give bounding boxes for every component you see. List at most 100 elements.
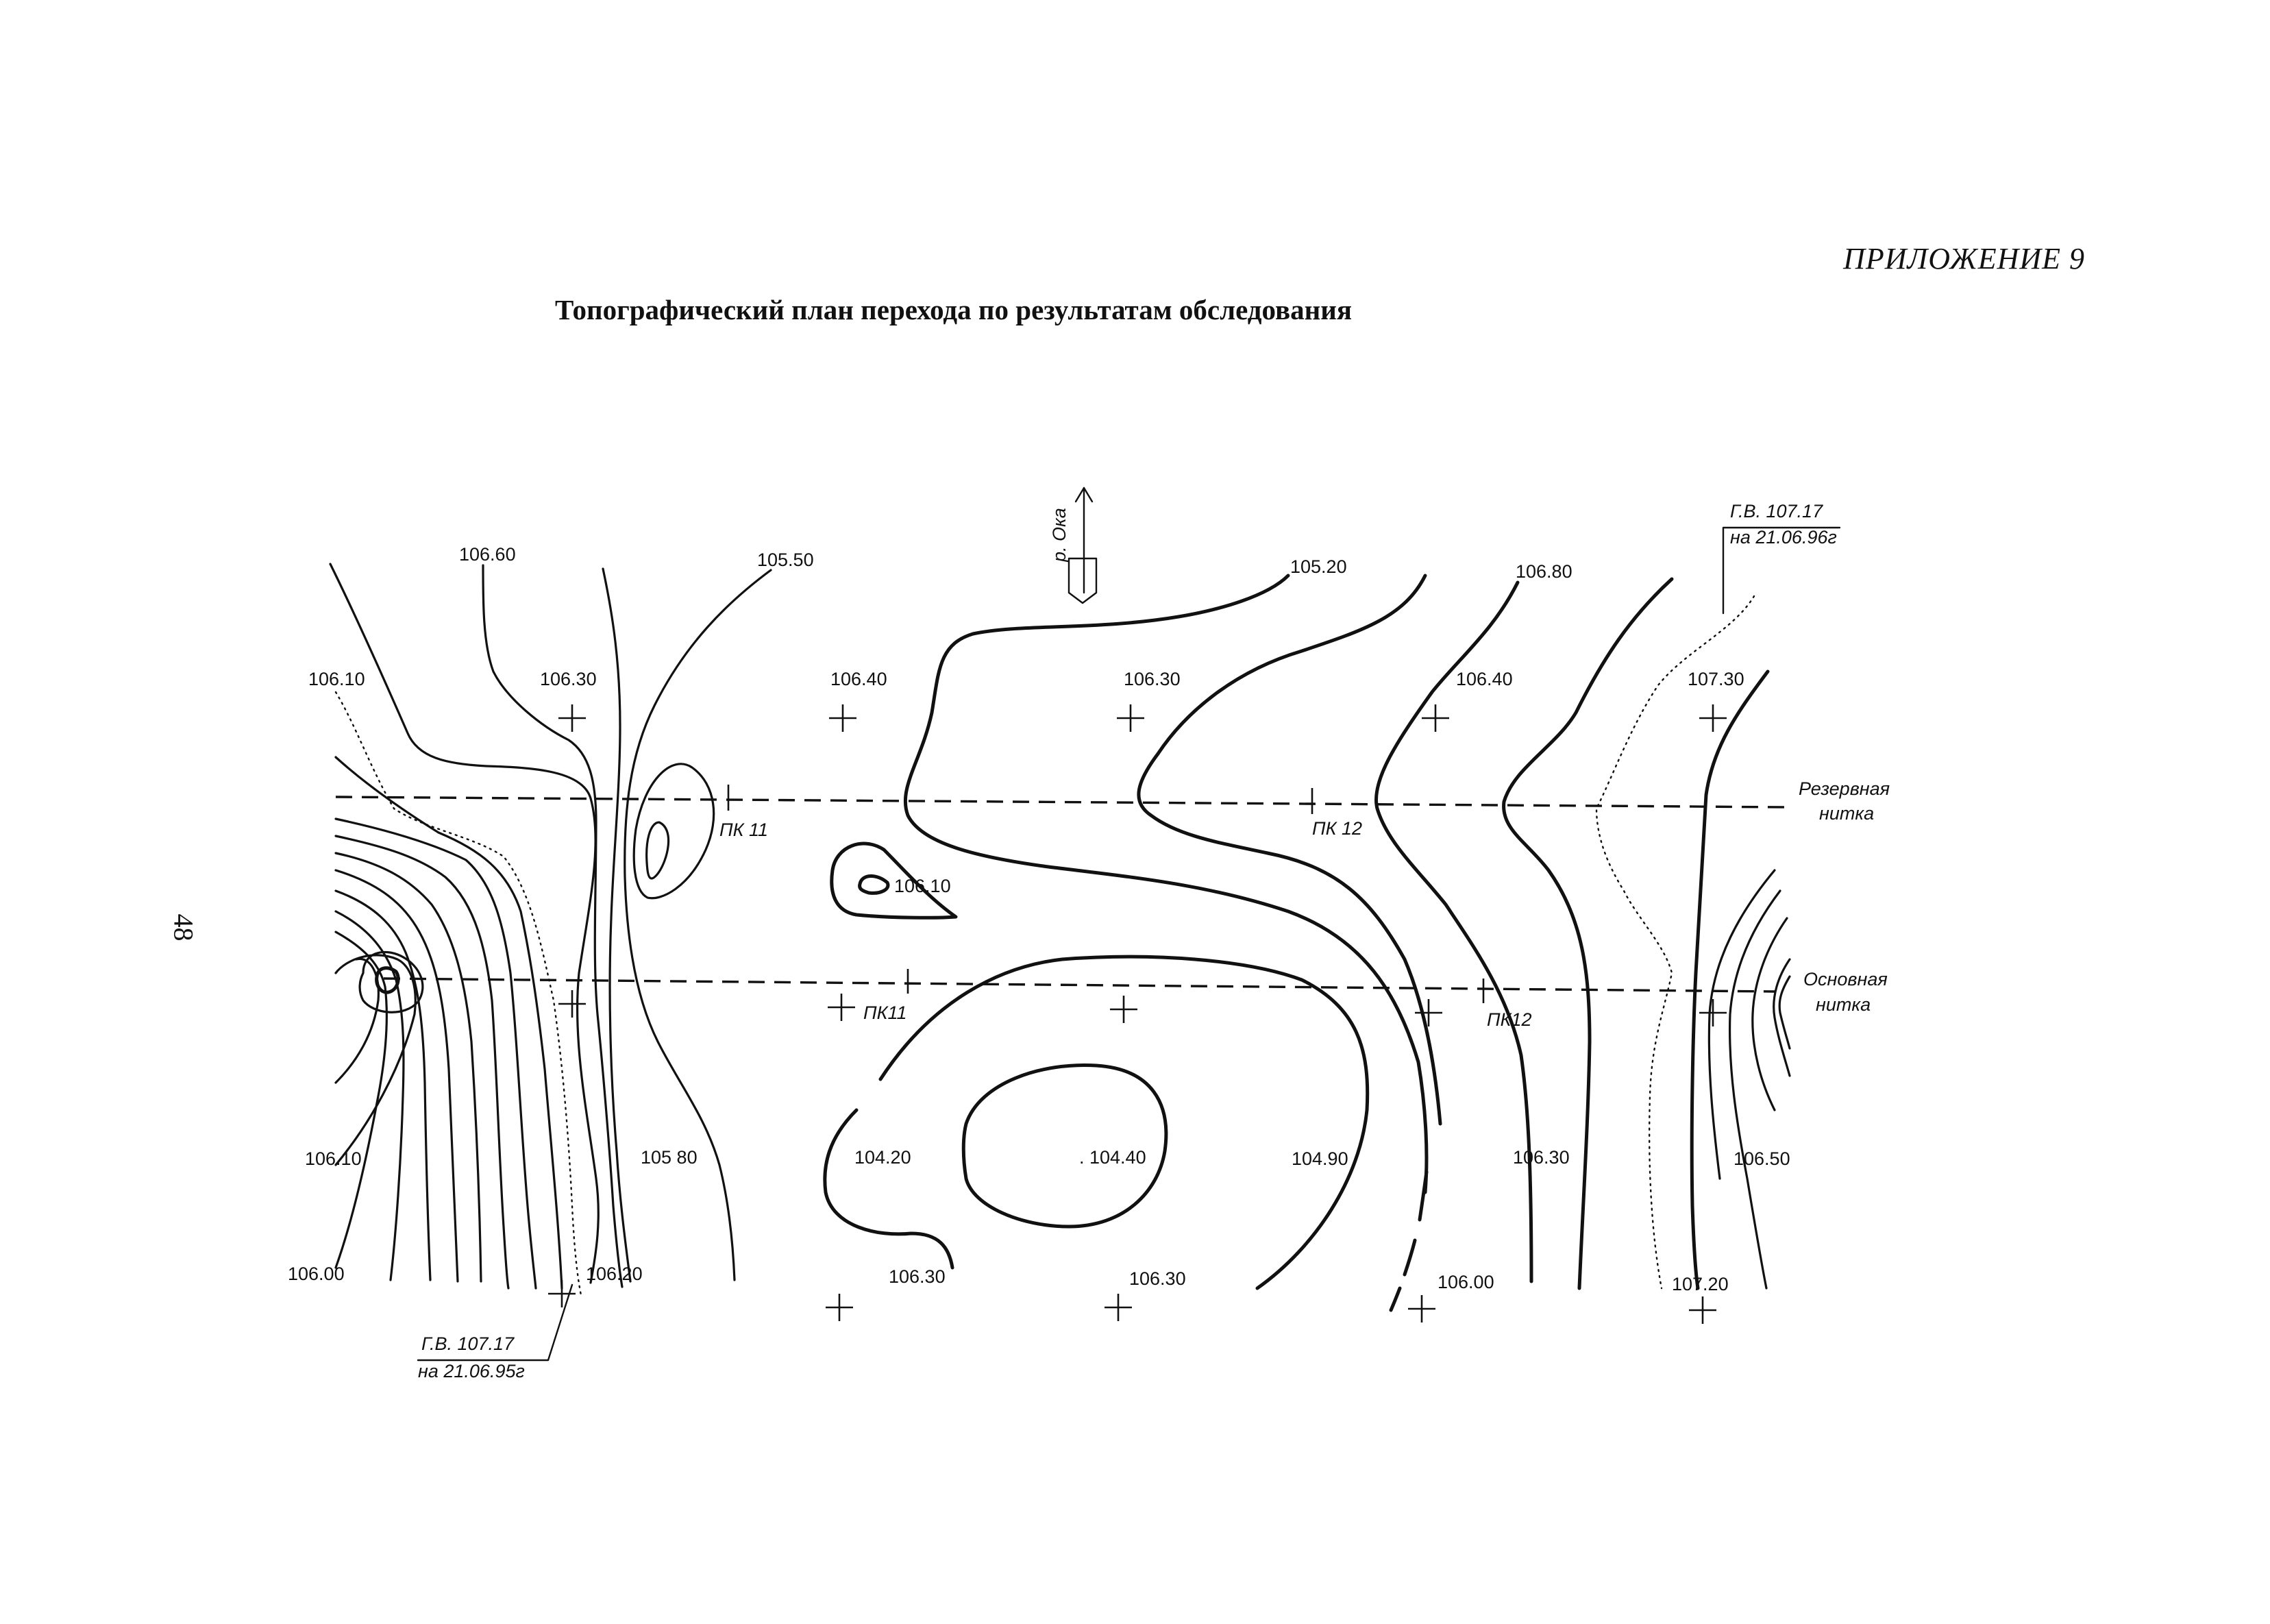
elevation-label: 107.30	[1688, 669, 1744, 689]
station-label: ПК 11	[719, 820, 768, 840]
contour-line	[1137, 574, 1442, 1126]
elevation-label: 105.50	[757, 550, 814, 570]
grid-cross	[1415, 999, 1442, 1026]
elevation-label: 106.20	[586, 1264, 643, 1284]
contour-line	[482, 564, 624, 1288]
contour-line	[1502, 577, 1674, 1290]
contour-line	[624, 569, 772, 1281]
station-label: ПК 12	[1312, 818, 1362, 839]
river-flow-arrow: р. Ока	[1049, 487, 1098, 604]
grid-cross	[1408, 1295, 1435, 1322]
contour-line	[903, 574, 1429, 1194]
grid-cross	[826, 1294, 853, 1321]
river-name: р. Ока	[1049, 508, 1070, 563]
main-line-label-2: нитка	[1816, 994, 1871, 1015]
contour-closed	[645, 821, 670, 880]
contours-channel-center	[823, 574, 1442, 1312]
elevation-label: 106.00	[1438, 1272, 1494, 1292]
contour-line	[334, 756, 563, 1290]
grid-cross	[558, 704, 586, 732]
reserve-line-label: Резервная	[1799, 778, 1890, 799]
contour-line	[1728, 889, 1781, 1290]
contour-line	[334, 852, 482, 1283]
contour-line	[334, 910, 405, 1281]
contour-broken	[1403, 1238, 1417, 1277]
reserve-line-label-2: нитка	[1819, 803, 1874, 824]
grid-cross	[829, 704, 856, 732]
contours-channel-left	[482, 564, 772, 1288]
contour-line	[334, 869, 459, 1283]
grid-cross	[1422, 704, 1449, 732]
contour-line	[602, 567, 632, 1283]
appendix-label: ПРИЛОЖЕНИЕ 9	[1843, 242, 2085, 275]
main-line	[383, 977, 1775, 993]
contour-line	[1374, 580, 1533, 1283]
elevation-label: 106.40	[830, 669, 887, 689]
grid-cross	[1689, 1296, 1716, 1324]
contour-closed	[632, 763, 715, 900]
water-level-value: Г.В. 107.17	[1730, 501, 1823, 521]
contour-broken	[1389, 1286, 1402, 1312]
contour-line	[329, 563, 600, 1284]
page-title: Топографический план перехода по результ…	[554, 294, 1353, 325]
contours-left-bank	[329, 563, 600, 1296]
contour-knoll-outer	[358, 950, 424, 1013]
elevation-label: 106.10	[308, 669, 365, 689]
water-level-note-top: Г.В. 107.17 на 21.06.96г	[1722, 501, 1841, 615]
contour-line	[1773, 958, 1791, 1077]
contour-line	[1707, 869, 1776, 1180]
elevation-label: 106.40	[1456, 669, 1513, 689]
elevation-label: 105.20	[1290, 556, 1347, 577]
contour-closed	[961, 1063, 1168, 1229]
contour-knoll-inner	[375, 966, 400, 994]
contour-line	[334, 931, 388, 1269]
contour-line	[334, 957, 380, 1084]
elevation-label: 106.00	[288, 1264, 345, 1284]
reserve-line	[335, 796, 1789, 809]
elevation-label: 106.50	[1734, 1148, 1790, 1169]
water-edge-line	[334, 691, 582, 1296]
contour-line	[878, 955, 1370, 1290]
contour-line	[334, 954, 417, 1166]
water-level-date: на 21.06.96г	[1730, 527, 1837, 548]
contour-line	[334, 835, 510, 1290]
contours-right-bank	[1374, 577, 1791, 1290]
elevation-label: 106.80	[1516, 561, 1572, 582]
contour-closed	[858, 874, 890, 895]
elevation-label: 106.10	[305, 1148, 362, 1169]
grid-crosses	[548, 704, 1727, 1324]
station-label: ПК11	[863, 1002, 907, 1023]
elevation-label: 106.10	[894, 876, 951, 896]
elevation-label: 106.30	[1513, 1147, 1570, 1168]
water-edge-line	[1595, 595, 1755, 1290]
grid-cross	[1699, 704, 1727, 732]
water-level-date: на 21.06.95г	[418, 1361, 525, 1381]
elevation-label: 106.60	[459, 544, 516, 565]
contour-broken	[1418, 1170, 1429, 1222]
elevation-label: 106.30	[1129, 1268, 1186, 1289]
elevation-label: 107.20	[1672, 1274, 1729, 1294]
contour-line	[1778, 975, 1791, 1050]
main-line-label: Основная	[1803, 969, 1888, 989]
elevation-label: 106.30	[540, 669, 597, 689]
water-level-value: Г.В. 107.17	[421, 1333, 515, 1354]
contour-line	[1690, 669, 1770, 1290]
contour-line	[334, 817, 537, 1290]
grid-cross	[1110, 996, 1137, 1023]
contour-line	[334, 889, 432, 1281]
water-level-note-bottom: Г.В. 107.17 на 21.06.95г	[417, 1283, 573, 1381]
grid-cross	[1105, 1294, 1132, 1321]
grid-cross	[1699, 999, 1727, 1026]
elevation-label: 104.20	[854, 1147, 911, 1168]
elevation-label: . 104.40	[1079, 1147, 1146, 1168]
elevation-label: 106.30	[889, 1266, 946, 1287]
elevation-label: 106.30	[1124, 669, 1181, 689]
station-label: ПК12	[1487, 1009, 1532, 1030]
grid-cross	[828, 994, 855, 1021]
elevation-labels: 106.60 105.50 105.20 106.80 106.10 106.3…	[288, 544, 1790, 1294]
contour-line	[823, 1108, 954, 1270]
elevation-label: 104.90	[1292, 1148, 1348, 1169]
grid-cross	[558, 990, 586, 1018]
elevation-label: 105 80	[641, 1147, 698, 1168]
